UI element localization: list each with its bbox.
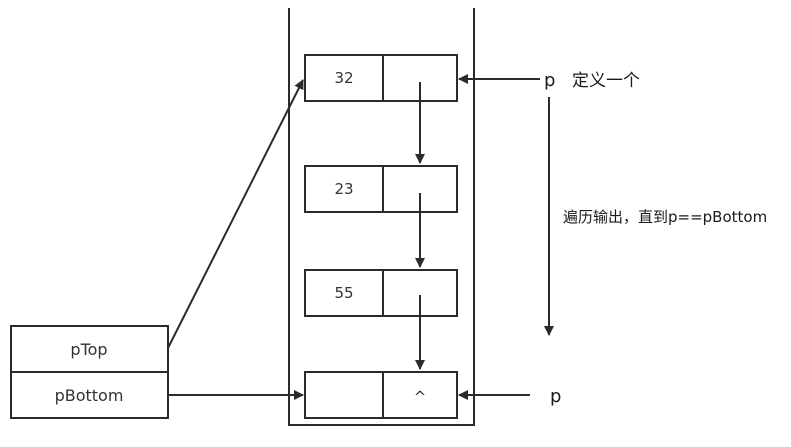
node-data-value: 55 — [334, 284, 353, 302]
stack-container — [288, 8, 475, 426]
node-next-cell — [382, 371, 458, 419]
p-top-label: p — [544, 70, 555, 91]
ptop-label: pTop — [70, 340, 107, 359]
node-data-cell — [304, 371, 384, 419]
stack-node: 55 — [304, 269, 458, 317]
pbottom-label: pBottom — [55, 386, 124, 405]
stack-pointer-struct: pTop pBottom — [10, 325, 169, 419]
node-data-value: 23 — [334, 180, 353, 198]
define-text: 定义一个 — [572, 71, 640, 91]
ptop-box — [10, 325, 169, 373]
stack-node: ^ — [304, 371, 458, 419]
p-bottom-label: p — [550, 386, 561, 407]
ptop-arrow — [167, 79, 304, 349]
node-data-value: 32 — [334, 69, 353, 87]
stack-node: 23 — [304, 165, 458, 213]
stack-node: 32 — [304, 54, 458, 102]
traverse-text: 遍历输出，直到p==pBottom — [563, 208, 767, 226]
node-data-cell — [304, 165, 384, 213]
node-next-value: ^ — [414, 388, 427, 406]
